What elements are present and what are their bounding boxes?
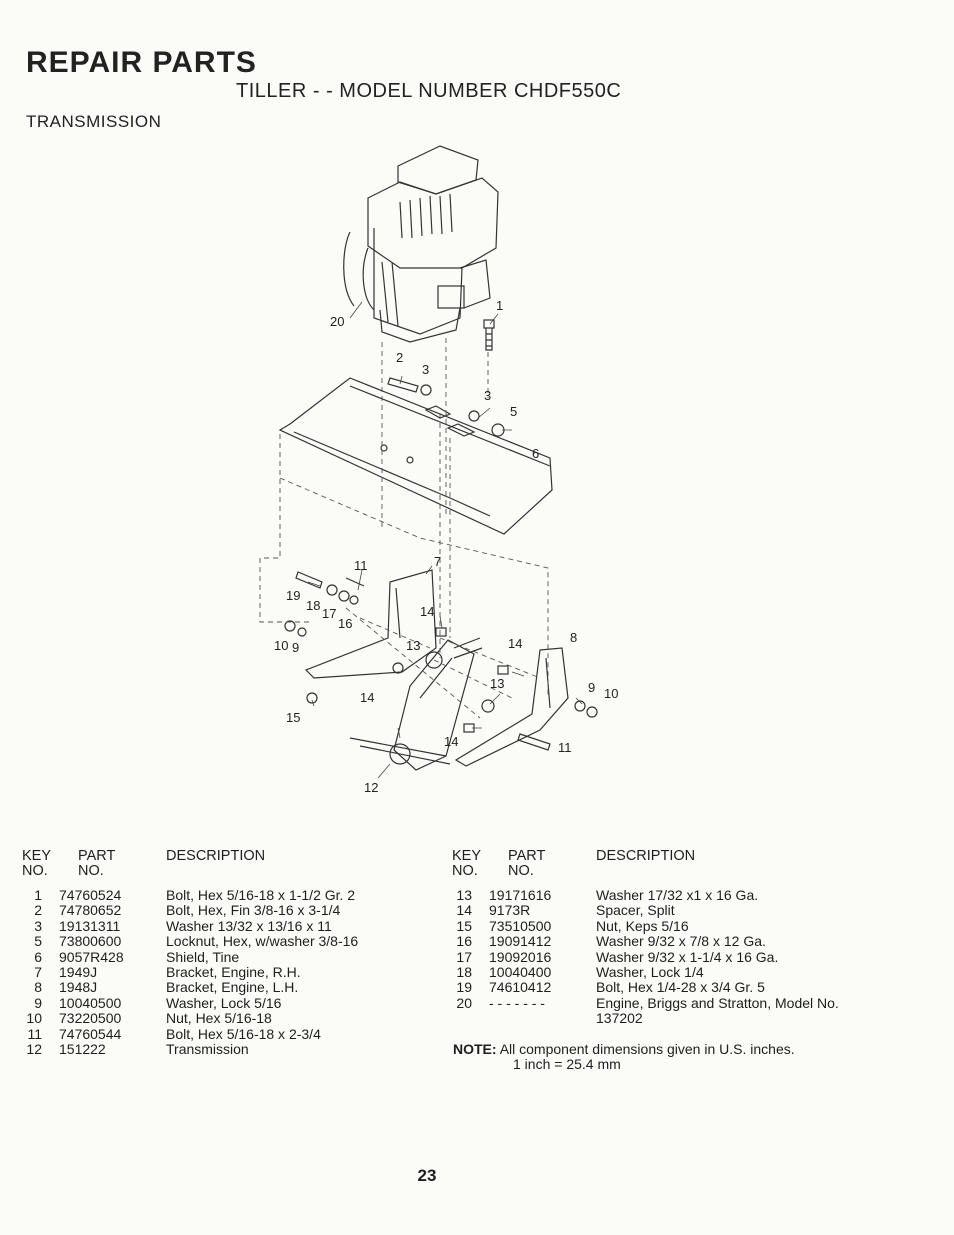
dimensions-note: NOTE: All component dimensions given in … [453,1041,795,1073]
model-subheading: TILLER - - MODEL NUMBER CHDF550C [236,80,622,102]
fastener-stack-illustration [284,571,365,704]
callout-11: 11 [354,558,368,573]
callout-16: 16 [338,616,352,631]
callout-6: 6 [532,446,539,461]
callout-14d: 14 [444,734,458,749]
callout-9b: 9 [588,680,595,695]
callout-15: 15 [286,710,300,725]
bolt-1-illustration [483,319,495,351]
callout-9a: 9 [292,640,299,655]
callout-19: 19 [286,588,300,603]
callout-10a: 10 [274,638,288,653]
note-line-1: All component dimensions given in U.S. i… [499,1041,795,1057]
callout-11b: 11 [558,740,572,755]
page-number: 23 [417,1166,437,1185]
spacer-washer-illustration [392,627,598,751]
bolt-2-illustration [387,377,432,396]
header-description: DESCRIPTION [166,848,266,864]
note-line-2: 1 inch = 25.4 mm [513,1056,621,1073]
callout-12: 12 [364,780,378,795]
section-heading: TRANSMISSION [26,112,162,131]
callout-8: 8 [570,630,577,645]
tine-shield-illustration [278,377,553,535]
callout-7: 7 [434,554,441,569]
bracket-lh-illustration [454,647,569,767]
callout-17: 17 [322,606,336,621]
callout-10b: 10 [604,686,618,701]
callout-18: 18 [306,598,320,613]
callout-20: 20 [330,314,344,329]
transmission-exploded-diagram: 1 2 3 3 5 6 20 11 7 19 18 17 16 14 10 9 … [259,145,618,795]
callout-14a: 14 [420,604,434,619]
callout-1: 1 [496,298,503,313]
callout-14b: 14 [508,636,522,651]
callout-3: 3 [422,362,429,377]
header-description: DESCRIPTION [596,848,696,864]
page-heading: REPAIR PARTS [26,46,257,79]
callout-14c: 14 [360,690,374,705]
transmission-illustration [349,637,483,771]
table-row: 20- - - - - - -Engine, Briggs and Stratt… [456,994,839,1027]
callout-13b: 13 [490,676,504,691]
callout-2: 2 [396,350,403,365]
engine-illustration [343,145,499,343]
callout-13a: 13 [406,638,420,653]
callout-3b: 3 [484,388,491,403]
bracket-rh-illustration [304,569,437,679]
note-label: NOTE: [453,1041,497,1057]
callout-5: 5 [510,404,517,419]
